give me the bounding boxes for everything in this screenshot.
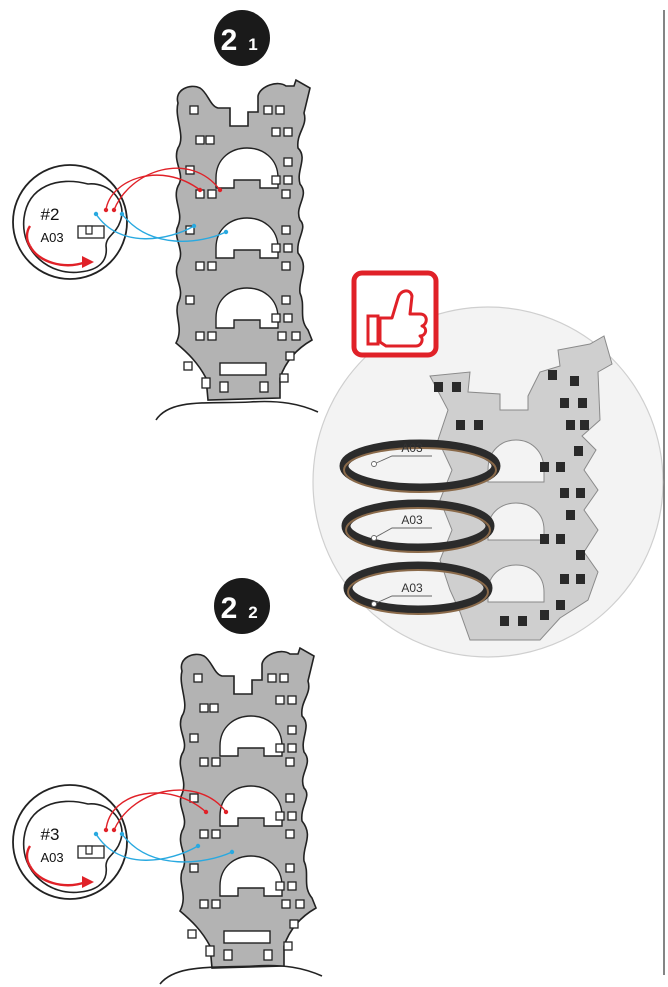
step-number: 2 xyxy=(221,592,238,625)
ring-code-label: A03 xyxy=(401,581,423,595)
ring-code-label: A03 xyxy=(401,513,423,527)
step-number: 2 xyxy=(221,24,238,57)
connection-wires xyxy=(93,167,229,242)
step-subnumber: 1 xyxy=(248,35,257,54)
step-subnumber: 2 xyxy=(248,603,257,622)
thumbs-up-icon xyxy=(351,270,439,358)
ring-disc: #3 A03 xyxy=(11,783,129,901)
ground-line xyxy=(159,964,323,985)
disc-id-label: #2 xyxy=(41,205,60,224)
step-badge: 2 2 xyxy=(214,578,270,634)
disc-code-label: A03 xyxy=(40,850,63,865)
ring-code-label: A03 xyxy=(401,441,423,455)
connection-wires xyxy=(93,789,235,863)
disc-id-label: #3 xyxy=(41,825,60,844)
ring-disc: #2 A03 xyxy=(11,163,129,281)
step-badge: 2 1 xyxy=(214,10,270,66)
assembled-photo: A03 A03 A03 xyxy=(312,306,664,658)
disc-code-label: A03 xyxy=(40,230,63,245)
ground-line xyxy=(155,400,319,421)
